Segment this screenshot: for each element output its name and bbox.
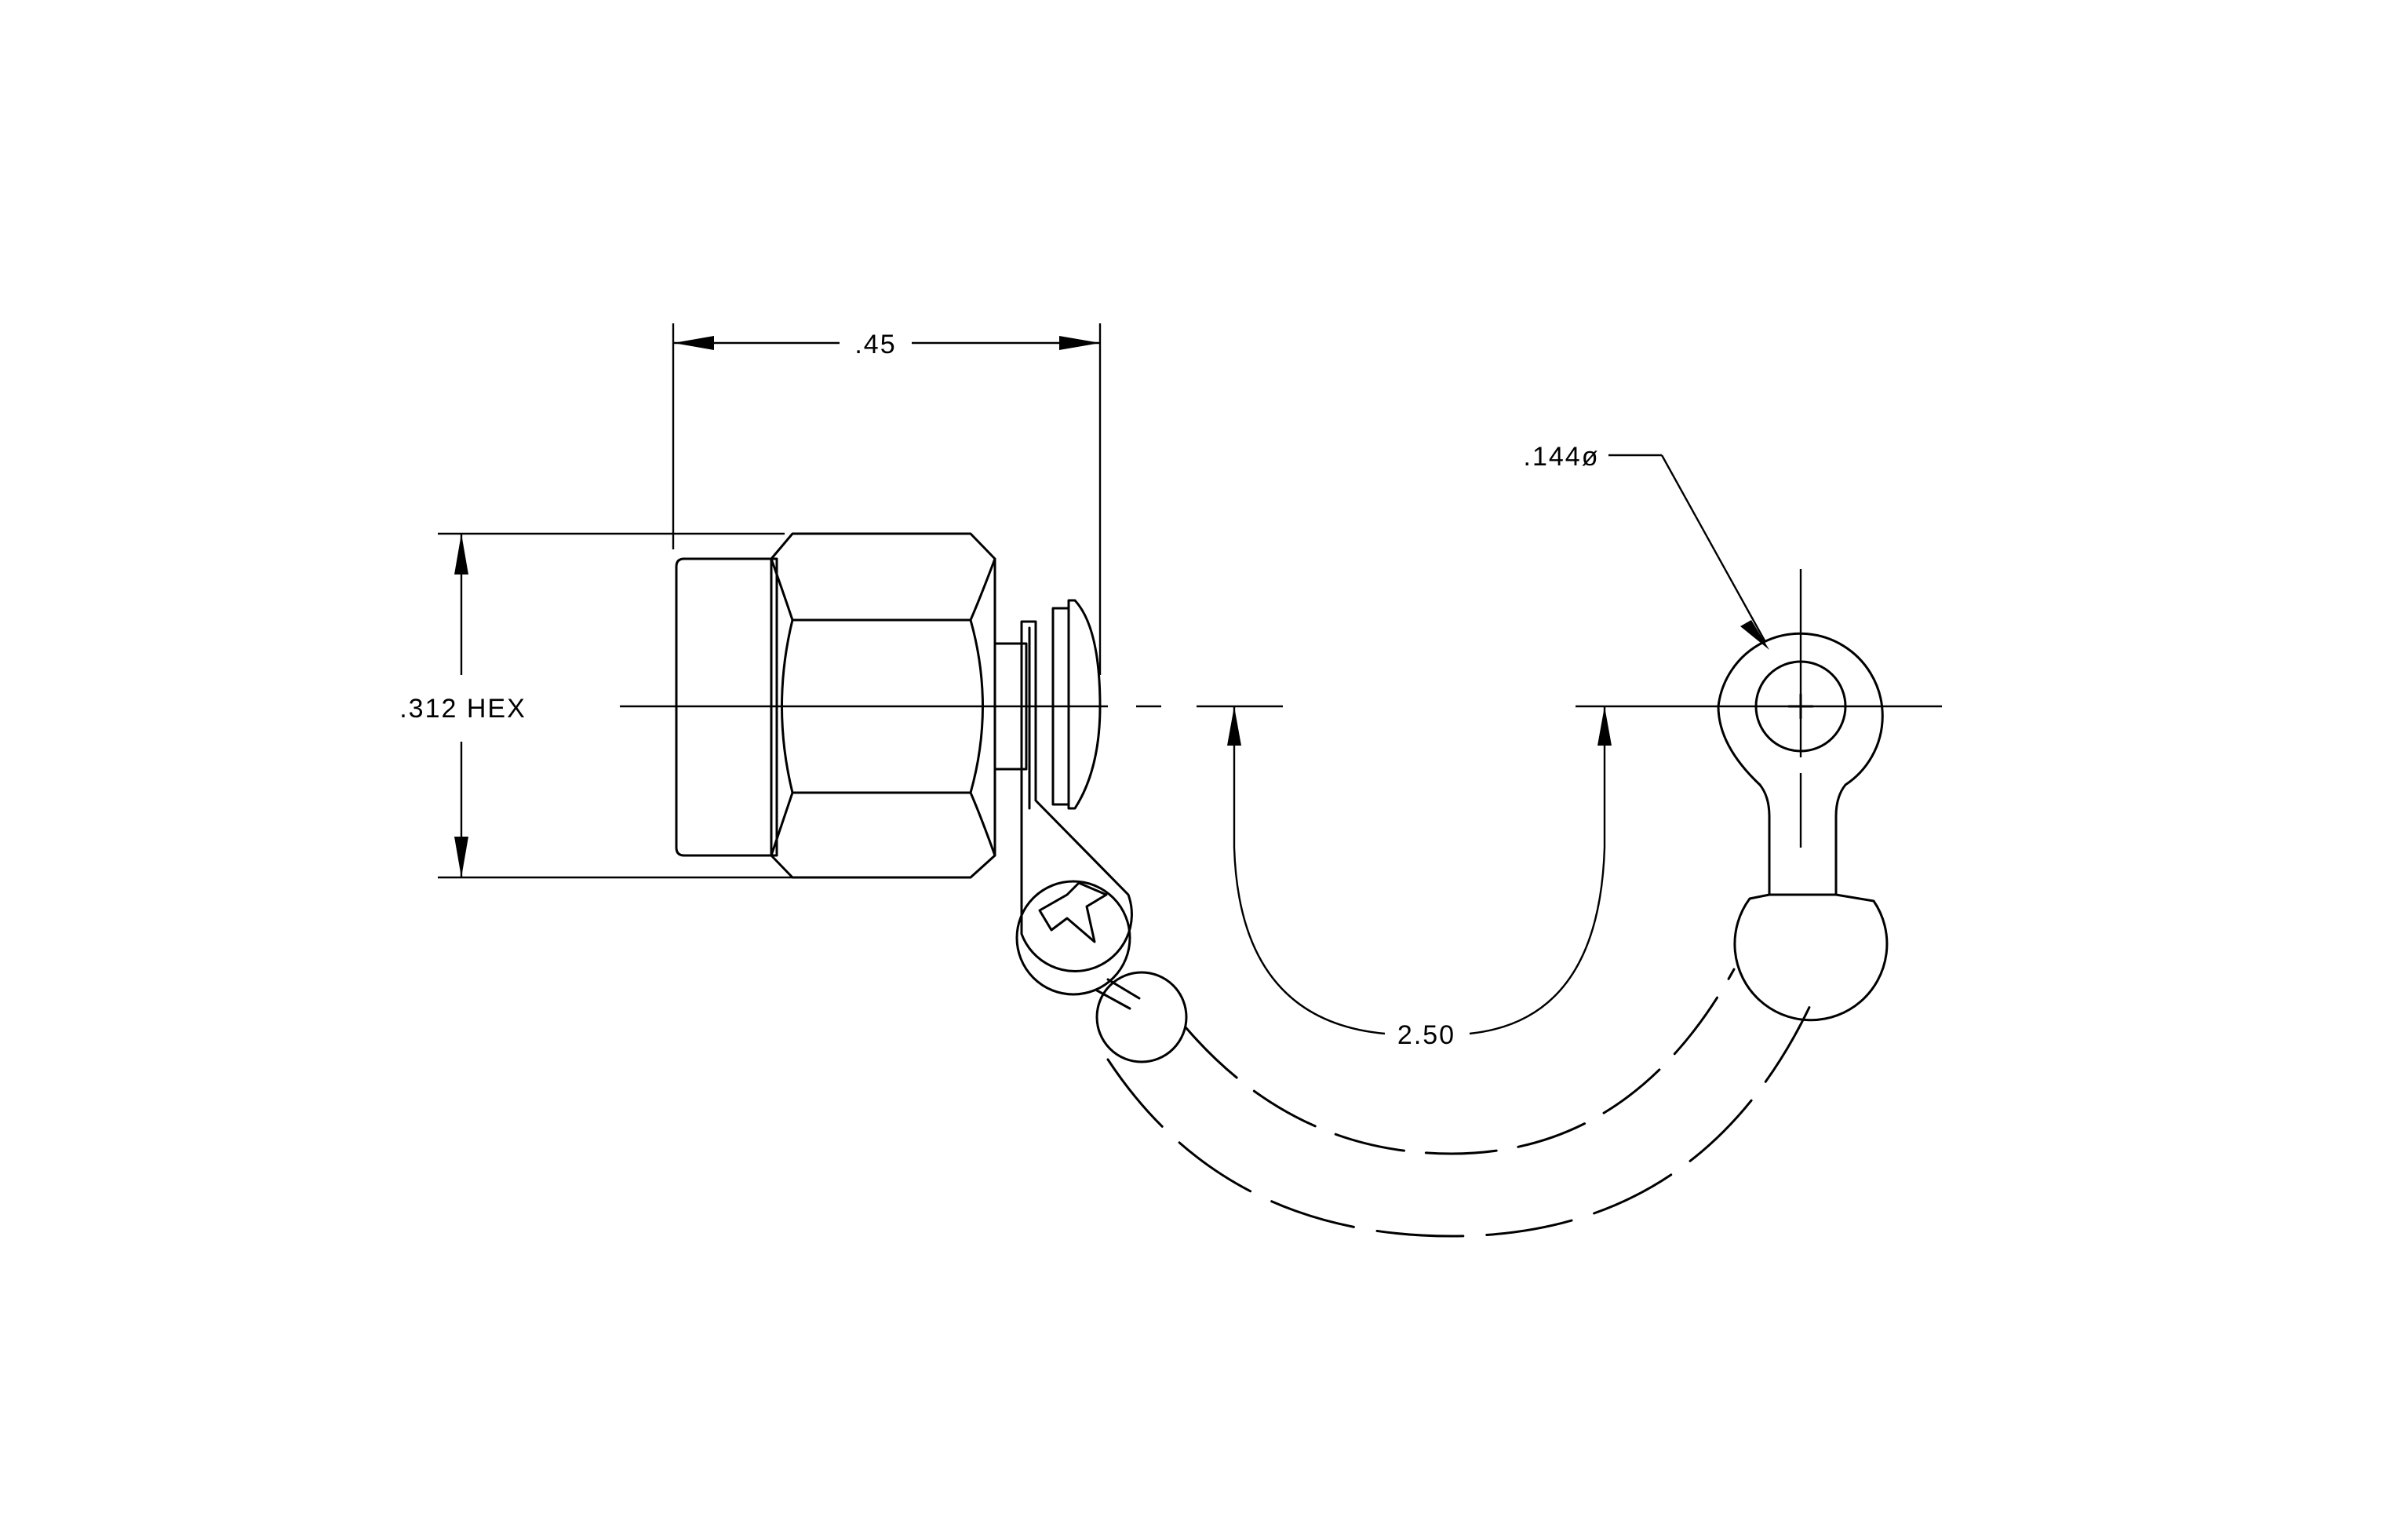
hex-dimension: .312 HEX	[399, 532, 792, 879]
hex-dimension-label: .312 HEX	[399, 694, 526, 724]
hole-dimension-label: .144ø	[1524, 442, 1600, 472]
mounting-ring	[1659, 569, 1942, 1022]
ball-chain	[1095, 971, 1188, 1063]
washer	[993, 599, 1102, 810]
width-dimension-label: .45	[854, 330, 896, 359]
chain-dimension-label: 2.50	[1397, 1020, 1455, 1050]
retaining-clip	[1015, 620, 1133, 996]
chain-dimension: 2.50	[1227, 706, 1612, 1050]
hex-cap	[675, 532, 996, 879]
hole-dimension: .144ø	[1524, 442, 1769, 650]
chain-curves	[1106, 968, 1814, 1238]
width-dimension: .45	[672, 323, 1102, 675]
